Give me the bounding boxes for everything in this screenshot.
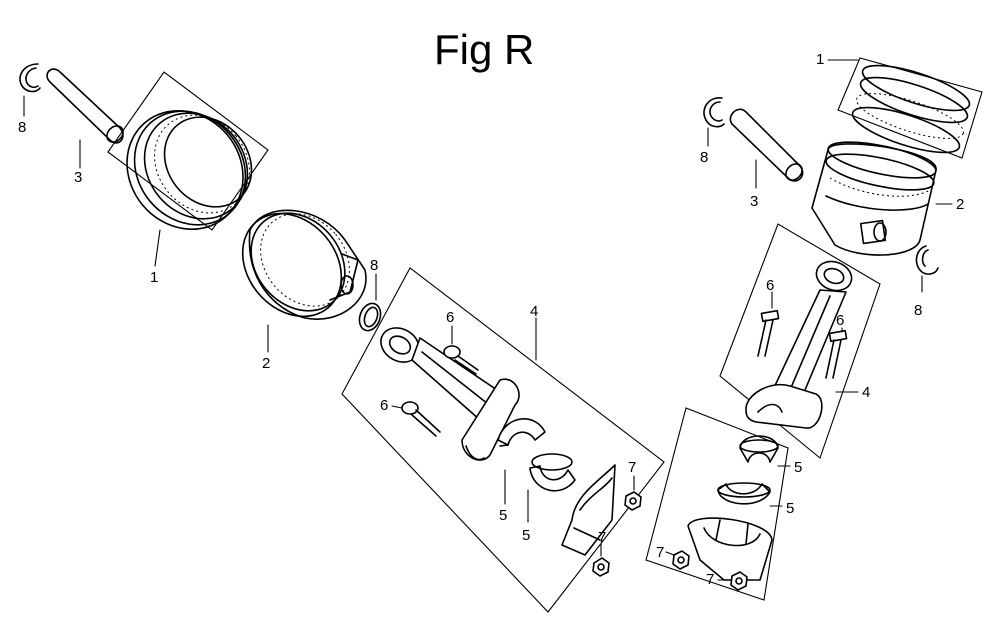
right-bearing-lower [717,482,771,505]
right-bolt-upper [757,309,780,357]
right-nut-right [730,571,748,591]
left-piston [241,209,367,320]
left-leader-rings [154,229,161,267]
right-piston-rings [851,64,971,154]
left-label-bearing-b: 5 [522,527,530,544]
left-piston-pin [46,68,124,144]
left-bolt-lower [401,401,441,437]
left-snap-ring-top [19,63,41,93]
left-bolt-upper [443,345,479,375]
left-label-pin: 3 [74,169,82,186]
right-bearing-upper [739,435,779,463]
right-label-clip-b: 8 [914,302,922,319]
right-nut-left [672,550,690,570]
right-leader-nut-a [665,551,675,556]
left-label-nut-a: 7 [628,459,636,476]
right-connecting-rod [745,260,853,429]
left-nut-lower [592,557,610,577]
figure-title: Fig R [434,26,534,73]
right-label-nut-b: 7 [706,571,714,588]
right-bolt-lower [825,329,848,379]
right-label-bearing-b: 5 [786,500,794,517]
right-label-bolt-b: 6 [836,312,844,329]
right-piston-pin [729,108,804,182]
left-label-piston: 2 [262,355,270,372]
right-label-rings: 1 [816,51,824,68]
left-label-clip-a: 8 [18,119,26,136]
left-leader-bolt-b [391,405,403,409]
left-label-rod: 4 [530,303,538,320]
left-assembly: 8 3 1 2 [18,63,665,613]
left-connecting-rod [380,327,520,461]
right-rod-cap [687,517,773,581]
left-label-nut-b: 7 [598,529,606,546]
left-nut-upper [624,491,642,511]
right-label-piston: 2 [956,196,964,213]
right-rings-box [837,57,983,159]
left-label-rings: 1 [150,269,158,286]
right-label-bolt-a: 6 [766,277,774,294]
right-snap-ring-top [703,97,725,128]
right-label-bearing-a: 5 [794,459,802,476]
left-bearing-lower [529,453,576,492]
right-lower-box [645,407,789,601]
right-rod-box [719,223,881,459]
right-label-rod: 4 [862,384,870,401]
left-snap-ring-mid [358,302,382,332]
left-bearing-upper [497,418,546,447]
left-rings-box [107,71,269,231]
left-label-clip-b: 8 [370,257,378,274]
right-label-pin: 3 [750,193,758,210]
left-label-bolt-b: 6 [380,397,388,414]
right-piston [811,141,937,256]
left-rod-box [341,267,665,613]
right-snap-ring-mid [915,245,939,275]
left-rod-cap [561,464,616,556]
right-assembly: 1 8 3 2 8 [645,51,983,601]
right-label-nut-a: 7 [656,544,664,561]
left-label-bolt-a: 6 [446,309,454,326]
left-piston-rings [126,109,253,231]
left-label-bearing-a: 5 [499,507,507,524]
right-label-clip-a: 8 [700,149,708,166]
